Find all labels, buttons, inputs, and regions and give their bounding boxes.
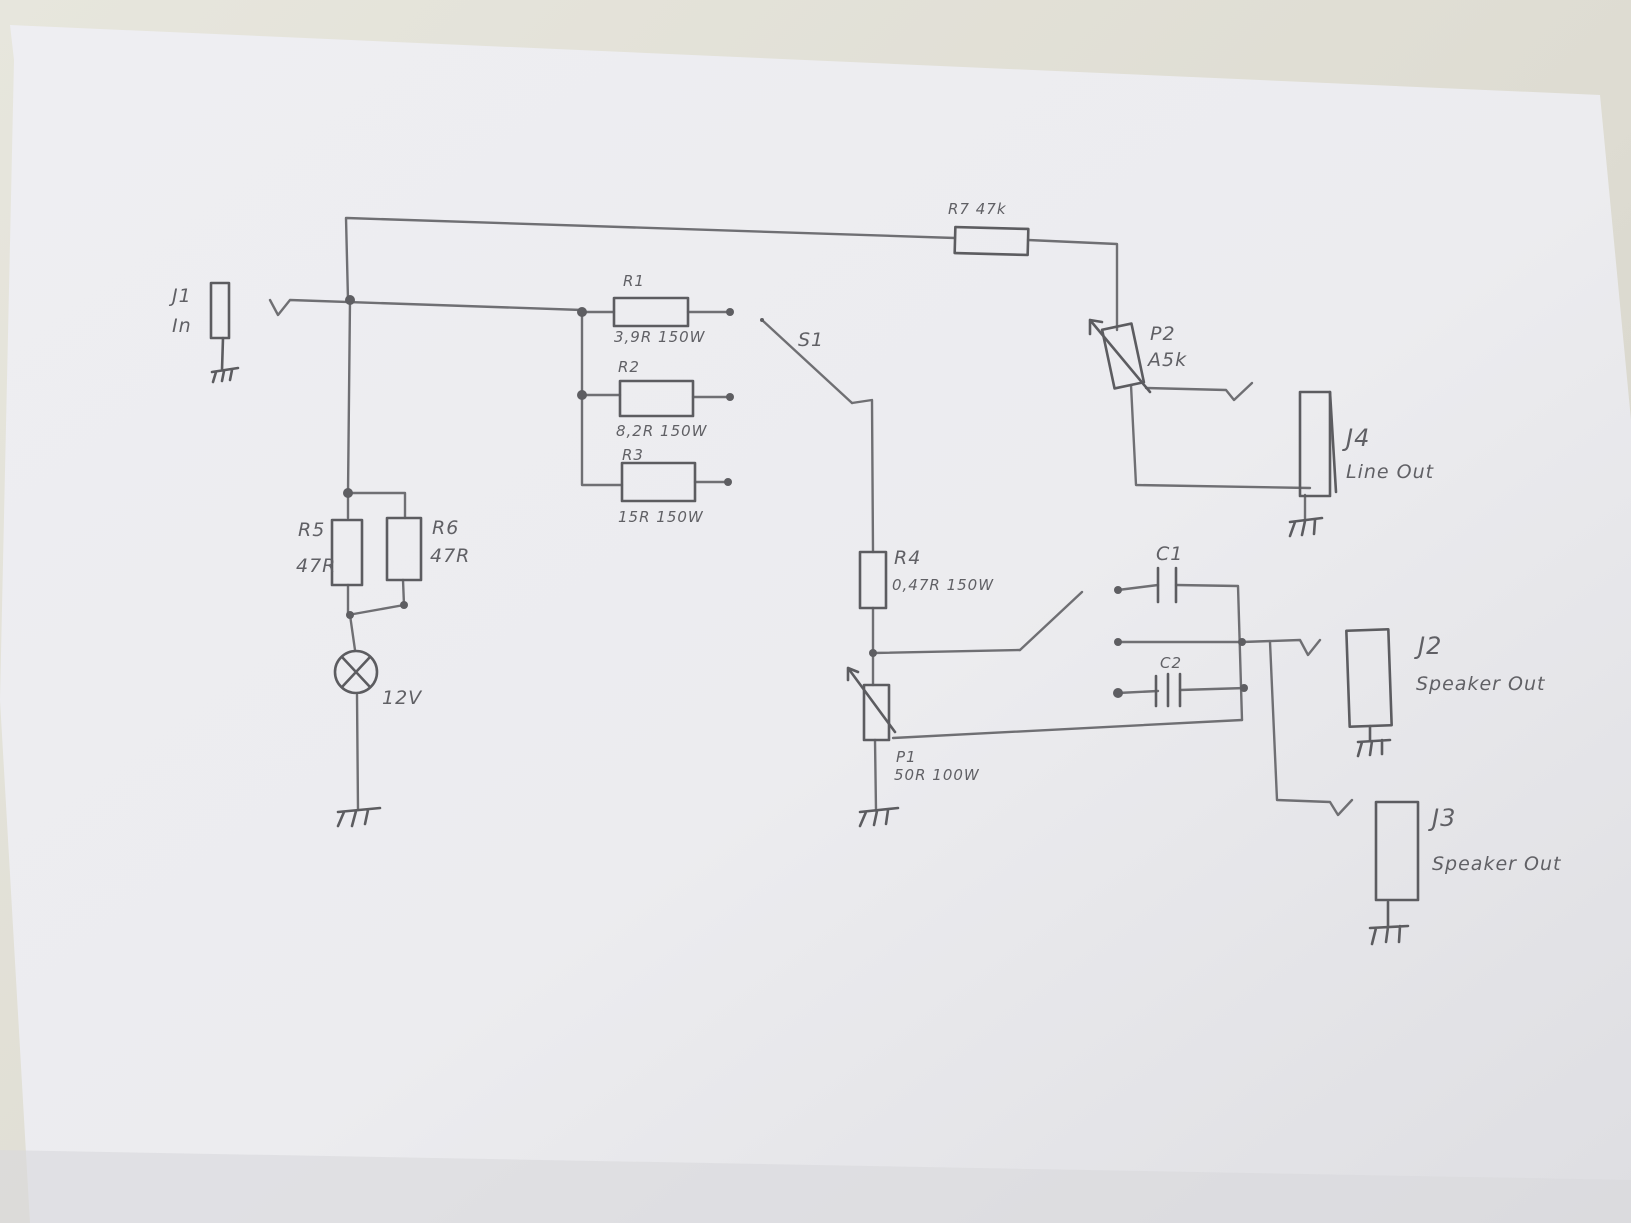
wire-input-rail [268,298,584,317]
label-p1: P1 [896,748,917,766]
label-r6-value: 47R [430,545,470,567]
label-r1: R1 [623,272,645,290]
capacitor-c1 [1156,566,1178,604]
junction-dot [724,478,732,486]
wire-p1-ground [873,738,878,812]
wire-r-bus [580,310,624,487]
capacitor-c2 [1154,672,1182,708]
labels: J1 In R1 3,9R 150W R2 8,2R 150W R3 15R 1… [168,200,1562,875]
label-j2: J2 [1414,632,1442,660]
resistor-r1 [612,296,690,328]
ground-j2 [1356,724,1392,758]
wire-c2-left [1116,689,1160,695]
junction-dot [577,390,587,400]
wire-r5r6-top [346,491,407,520]
wire-j3-branch [1268,640,1354,817]
junction-dot [346,611,354,619]
label-j2-sub: Speaker Out [1416,673,1546,695]
wire-s2-arm [1018,590,1084,652]
paper-shadow [0,1150,1631,1223]
jack-j4 [1298,390,1338,498]
label-j4: J4 [1342,424,1370,452]
wire-to-lamp [348,613,357,652]
label-lamp-voltage: 12V [382,687,423,709]
wire-c1-right [1174,583,1244,722]
wire-c1-left [1116,583,1160,592]
junction-dot [726,308,734,316]
label-r7: R7 47k [948,200,1007,218]
paper-sheet [0,25,1631,1223]
wire-r5-bottom [346,578,406,617]
wire-p2-bottom [1129,383,1312,490]
label-j1-sub: In [172,315,192,337]
label-j1: J1 [168,285,192,307]
label-j3-sub: Speaker Out [1432,853,1562,875]
ground-j3 [1368,900,1410,946]
resistor-r2 [618,379,695,418]
junction-dot [343,488,353,498]
label-j4-sub: Line Out [1346,461,1435,483]
ground-j4 [1288,516,1324,538]
label-r5-value: 47R [296,555,336,577]
junction-dot [1240,684,1248,692]
wire-s1-arm [760,318,854,405]
resistor-r7 [953,225,1030,257]
switch-s1 [760,318,764,322]
wire-direct [1116,638,1322,657]
wire-group [268,216,1354,817]
junction-dot [1114,586,1122,594]
ground-lamp [336,806,382,828]
label-p2-value: A5k [1146,349,1187,371]
junction-dot [400,601,408,609]
label-r1-value: 3,9R 150W [614,328,706,346]
wire-p1-wiper-return [891,718,1244,740]
potentiometer-p2 [1088,318,1152,394]
label-r6: R6 [432,517,459,539]
junction-dot [1113,688,1123,698]
lamp-12v [333,649,379,695]
wire-r7-to-p2 [1026,238,1119,332]
junction-dot [726,393,734,401]
junction-dot [1238,638,1246,646]
ground-p1 [858,806,900,828]
resistor-r3 [620,461,697,503]
label-c1: C1 [1156,543,1183,565]
label-r3-value: 15R 150W [618,508,704,526]
wire-c2-right [1178,686,1248,692]
resistor-r4 [858,550,888,610]
label-s1: S1 [798,329,824,351]
label-c2: C2 [1160,654,1182,672]
wire-top-feedback [344,216,957,302]
label-r4-value: 0,47R 150W [892,576,994,594]
label-r2: R2 [618,358,640,376]
potentiometer-p1 [846,666,897,742]
junction-dots [343,295,1248,698]
resistor-r6 [385,516,423,582]
junction-dot [577,307,587,317]
label-r3: R3 [622,446,644,464]
label-j3: J3 [1428,804,1456,832]
label-p2: P2 [1150,323,1176,345]
wire-r4-tap [871,648,1022,655]
label-r5: R5 [298,519,325,541]
wire-main-vertical [346,298,352,495]
wire-lamp-ground [355,693,360,812]
jack-j3 [1374,800,1420,902]
junction-dot [345,295,355,305]
junction-dot [1114,638,1122,646]
label-r2-value: 8,2R 150W [616,422,708,440]
label-p1-value: 50R 100W [894,766,980,784]
wire-s1-to-r4 [850,398,875,554]
wire-p2-wiper [1144,381,1254,402]
jack-j2 [1345,627,1393,729]
resistor-r5 [330,518,364,587]
jack-j1 [209,281,240,384]
junction-dot [869,649,877,657]
label-r4: R4 [894,547,921,569]
